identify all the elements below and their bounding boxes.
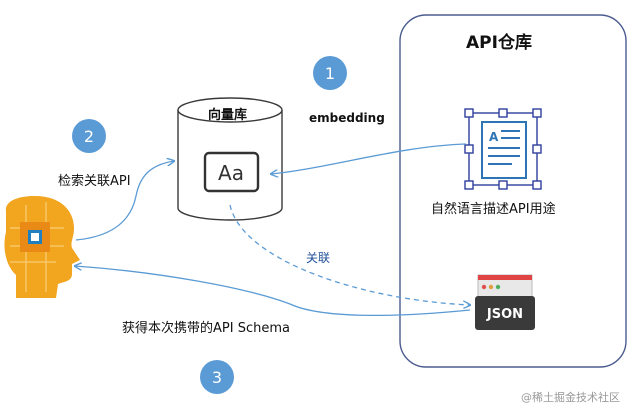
vector-db-title: 向量库 xyxy=(208,108,248,123)
association-arrow xyxy=(229,204,470,305)
step-1-badge: 1 xyxy=(313,56,347,90)
svg-text:3: 3 xyxy=(212,368,222,387)
retrieve-arrow xyxy=(75,161,174,241)
document-icon: A xyxy=(464,108,542,190)
api-repo-box xyxy=(399,14,627,368)
embedding-label: embedding xyxy=(309,111,385,125)
icon-text: Aa xyxy=(218,161,244,185)
step-2-badge: 2 xyxy=(72,119,106,153)
svg-text:1: 1 xyxy=(325,64,335,83)
api-description-label: 自然语言描述API用途 xyxy=(431,202,556,217)
retrieve-api-label: 检索关联API xyxy=(58,174,131,189)
text-font-icon: Aa xyxy=(203,151,260,193)
json-file-icon: JSON xyxy=(475,274,535,330)
watermark: @稀土掘金技术社区 xyxy=(521,391,620,404)
association-label: 关联 xyxy=(306,251,331,265)
svg-text:A: A xyxy=(489,130,499,144)
svg-text:2: 2 xyxy=(84,127,94,146)
ai-head-icon xyxy=(4,196,80,298)
schema-label: 获得本次携带的API Schema xyxy=(122,321,290,336)
step-3-badge: 3 xyxy=(200,360,234,394)
api-repo-title: API仓库 xyxy=(466,33,532,53)
embedding-arrow xyxy=(271,143,467,174)
json-text: JSON xyxy=(486,307,523,322)
schema-return-arrow xyxy=(75,266,471,317)
